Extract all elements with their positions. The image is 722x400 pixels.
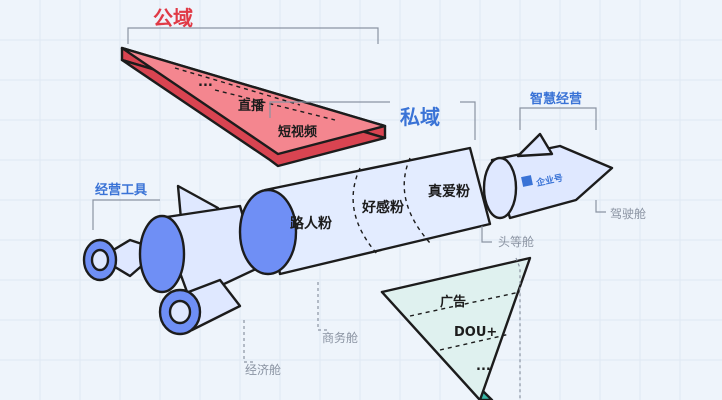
private-dimension-right [460, 101, 476, 140]
private-dimension-left [269, 101, 390, 118]
ops-tools-label: 经营工具 [95, 182, 147, 198]
public-item-etc: ... [198, 75, 213, 90]
red-panel-top [120, 46, 387, 156]
public-item-live: 直播 [238, 98, 265, 114]
economy-cabin-label: 经济舱 [245, 362, 281, 377]
teal-divider-2 [439, 333, 511, 351]
logo-icon [521, 175, 533, 187]
head-cabin-label: 头等舱 [498, 235, 534, 249]
smart-ops-label: 智慧经营 [530, 91, 582, 107]
fuselage: 路人粉 好感粉 真爱粉 [238, 146, 492, 276]
lower-nozzle-hole [168, 299, 192, 325]
rear-engines [82, 184, 260, 336]
teal-divider-1 [409, 291, 521, 317]
engine-rim [138, 214, 186, 294]
business-cabin-label: 商务舱 [322, 330, 358, 345]
public-item-shortvideo: 短视频 [278, 124, 317, 140]
nose-cone: 企业号 [482, 132, 614, 220]
public-domain-label: 公域 [153, 6, 193, 30]
business-cabin-leader [317, 282, 328, 331]
lower-item-etc: ... [476, 359, 491, 374]
fuselage-segment-true-love: 真爱粉 [428, 183, 470, 200]
fuselage-rear-cap [238, 188, 298, 276]
private-domain-label: 私域 [400, 105, 440, 129]
ops-tools-bracket [92, 199, 160, 230]
head-cabin-leader [481, 226, 492, 243]
lower-triangle-guide [515, 257, 521, 400]
nose-joint [482, 156, 518, 220]
fuselage-segment-passerby: 路人粉 [290, 215, 332, 232]
smart-ops-bracket [519, 107, 597, 130]
fuselage-segment-favorable: 好感粉 [361, 199, 404, 216]
cockpit-leader [595, 200, 606, 213]
cockpit-label: 驾驶舱 [610, 206, 646, 221]
lower-triangle-panel: 广告 DOU+ ... [380, 256, 532, 400]
teal-panel-top [380, 256, 532, 400]
economy-cabin-leader [243, 320, 254, 363]
public-domain-panel: ... 直播 短视频 [120, 46, 387, 168]
red-panel-divider-1 [174, 67, 301, 106]
fuselage-divider-1 [352, 167, 379, 256]
lower-item-dou: DOU+ [454, 325, 497, 340]
upper-nozzle-hole [90, 248, 110, 272]
fuselage-divider-2 [403, 157, 431, 244]
lower-item-ads: 广告 [440, 294, 466, 310]
public-dimension-bracket [127, 27, 379, 44]
nose-fin [516, 132, 554, 158]
